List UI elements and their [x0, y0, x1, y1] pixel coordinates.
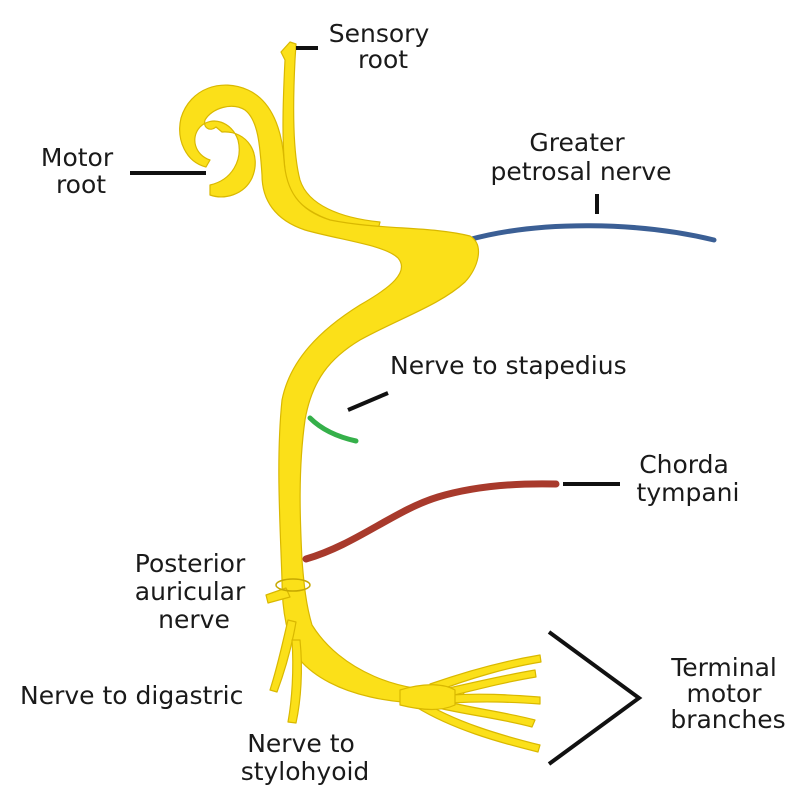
nerve-to-stylohyoid-label: Nerve to stylohyoid	[241, 729, 370, 786]
nerve-to-digastric-branch	[269, 619, 297, 693]
greater-petrosal-label: Greater petrosal nerve	[491, 128, 672, 186]
terminal-trunk	[399, 684, 456, 711]
terminal-branch-2	[439, 669, 537, 699]
motor-root-label: Motor root	[41, 143, 121, 199]
greater-petrosal-nerve	[465, 223, 717, 243]
nerve-to-stapedius-branch	[307, 415, 359, 444]
motor-root-loop	[179, 84, 480, 704]
sensory-root-label: Sensory root	[329, 19, 437, 74]
posterior-auricular-branch	[265, 587, 291, 604]
terminal-branch-5	[415, 699, 541, 753]
chorda-tympani-nerve	[302, 480, 560, 563]
nerve-to-stapedius-label: Nerve to stapedius	[390, 351, 627, 380]
leader-nerve-to-stapedius	[347, 391, 389, 412]
chorda-tympani-label: Chorda tympani	[637, 450, 740, 507]
terminal-branch-1	[429, 654, 542, 694]
posterior-auricular-junction	[275, 578, 311, 592]
terminal-branches-bracket	[547, 630, 643, 766]
nerve-to-digastric-label: Nerve to digastric	[20, 681, 243, 710]
posterior-auricular-label: Posterior auricular nerve	[135, 549, 253, 634]
facial-nerve-trunk	[179, 41, 542, 753]
terminal-branch-3	[449, 693, 541, 705]
terminal-branch-4	[437, 699, 536, 728]
terminal-motor-branches-label: Terminal motor branches	[670, 653, 785, 734]
nerve-to-stylohyoid-branch	[287, 639, 303, 724]
